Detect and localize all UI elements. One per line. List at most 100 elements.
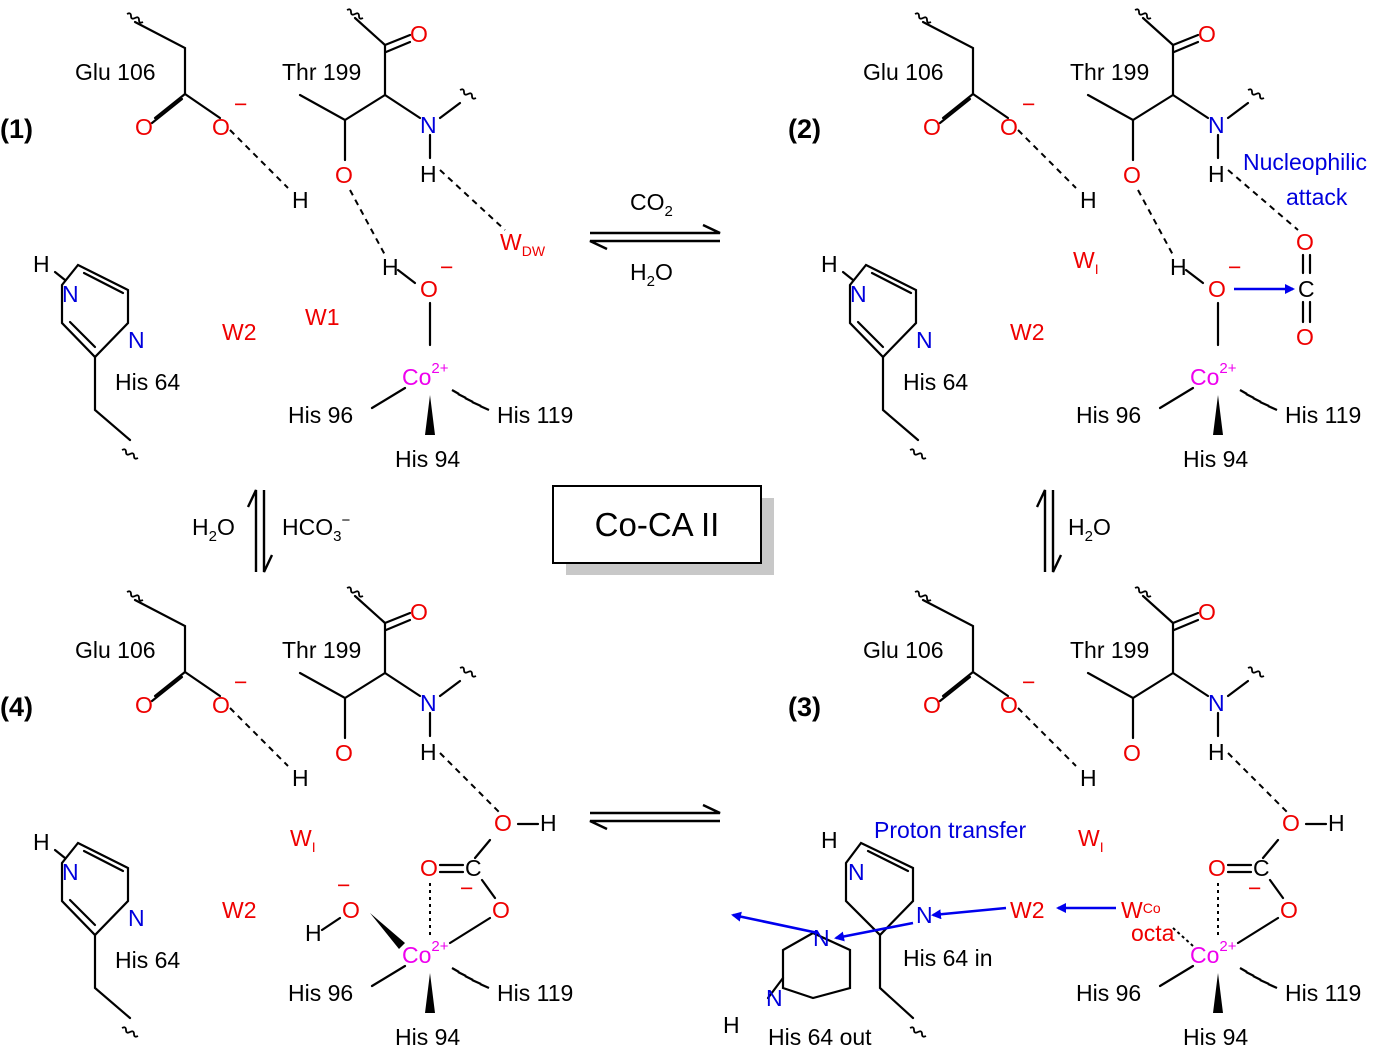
co2-oxygen: O: [1296, 324, 1314, 350]
bicarb-carbon: C: [465, 855, 482, 881]
carbonyl-oxygen: O: [410, 21, 428, 47]
water-w2: W2: [222, 897, 257, 923]
thr-oxygen: O: [335, 740, 353, 766]
minus: −: [234, 91, 247, 117]
bicarb-oxygen: O: [1282, 810, 1300, 836]
hydrogen: H: [33, 251, 50, 277]
thr-label: Thr 199: [282, 59, 361, 85]
his96-label: His 96: [1076, 980, 1141, 1006]
bicarb-oxygen: O: [420, 855, 438, 881]
cobalt: Co2+: [402, 360, 449, 390]
center-label-box: Co-CA II: [552, 485, 774, 575]
bicarb-carbon: C: [1253, 855, 1270, 881]
hydrogen: H: [723, 1012, 740, 1038]
hydrogen: H: [382, 254, 399, 280]
his64-label: His 64: [115, 369, 180, 395]
oxygen: O: [135, 692, 153, 718]
his119-label: His 119: [497, 980, 573, 1006]
hydrogen: H: [420, 739, 437, 765]
his96-label: His 96: [288, 980, 353, 1006]
equilibrium-arrow-2-3: H2O: [1035, 489, 1111, 573]
h2o-label: H2O: [630, 259, 673, 290]
hydrogen: H: [1080, 187, 1097, 213]
hydrogen: H: [292, 765, 309, 791]
glu-label: Glu 106: [863, 637, 944, 663]
his96-label: His 96: [1076, 402, 1141, 428]
his96-label: His 96: [288, 402, 353, 428]
co-ca-ii-label: Co-CA II: [595, 506, 720, 543]
minus: −: [1022, 669, 1035, 695]
hydrogen: H: [821, 251, 838, 277]
panel-2: Glu 106 Thr 199 O O − O N H O H Nucleoph…: [821, 9, 1367, 472]
nitrogen: N: [62, 281, 79, 307]
nitrogen: N: [850, 281, 867, 307]
attack-label: attack: [1286, 184, 1348, 210]
carbonyl-oxygen: O: [1198, 599, 1216, 625]
hydrogen: H: [821, 827, 838, 853]
nitrogen: N: [916, 902, 933, 928]
co2-oxygen: O: [1296, 229, 1314, 255]
hco3-label: HCO3−: [282, 512, 350, 545]
panel-1: (1) Glu 106 Thr 199 O O − O N H O H WDW …: [0, 9, 573, 472]
water-wi: WI: [1078, 825, 1104, 855]
bicarb-oxygen: O: [494, 810, 512, 836]
hydroxide-oxygen: O: [420, 276, 438, 302]
water-wi: WI: [1073, 247, 1099, 277]
his94-label: His 94: [1183, 1024, 1248, 1048]
water-w1: W1: [305, 304, 340, 330]
thr-oxygen: O: [1123, 162, 1141, 188]
panel-number: (2): [788, 114, 821, 144]
h2o-label: H2O: [192, 514, 235, 545]
water-dw: WDW: [500, 229, 546, 259]
his119-label: His 119: [1285, 980, 1361, 1006]
co2-label: CO2: [630, 189, 673, 220]
nitrogen: N: [62, 859, 79, 885]
panel-number: (3): [788, 692, 821, 722]
hydrogen: H: [540, 810, 557, 836]
his64-in-label: His 64 in: [903, 945, 992, 971]
oxygen-anion: O: [1000, 114, 1018, 140]
water-w2: W2: [1010, 897, 1045, 923]
oxygen-anion: O: [1000, 692, 1018, 718]
his64-label: His 64: [903, 369, 968, 395]
minus: −: [460, 875, 473, 901]
hydrogen: H: [1080, 765, 1097, 791]
minus: −: [1022, 91, 1035, 117]
thr-oxygen: O: [1123, 740, 1141, 766]
minus: −: [234, 669, 247, 695]
water-wco-octa-sub: octa: [1131, 920, 1175, 946]
thr-oxygen: O: [335, 162, 353, 188]
bicarb-oxygen: O: [1280, 897, 1298, 923]
water-w2: W2: [222, 319, 257, 345]
nucleophilic-label: Nucleophilic: [1243, 149, 1367, 175]
his64-out-label: His 64 out: [768, 1024, 872, 1048]
glu-label: Glu 106: [863, 59, 944, 85]
nitrogen: N: [128, 327, 145, 353]
minus: −: [1228, 254, 1241, 280]
oxygen-anion: O: [212, 114, 230, 140]
hydrogen: H: [1208, 161, 1225, 187]
panel-4: Glu 106 Thr 199 O O − O N H O H WI H N N…: [33, 587, 573, 1048]
hydroxide-oxygen: O: [342, 897, 360, 923]
nitrogen: N: [813, 925, 830, 951]
nitrogen: N: [420, 690, 437, 716]
nitrogen: N: [128, 905, 145, 931]
cobalt: Co2+: [1190, 360, 1237, 390]
oxygen: O: [923, 114, 941, 140]
equilibrium-arrow-3-4: [589, 803, 721, 831]
minus: −: [1248, 875, 1261, 901]
co2-carbon: C: [1298, 276, 1315, 302]
thr-label: Thr 199: [282, 637, 361, 663]
his94-label: His 94: [395, 1024, 460, 1048]
cobalt: Co2+: [1190, 938, 1237, 968]
proton-transfer-label: Proton transfer: [874, 817, 1026, 843]
equilibrium-arrow-1-2: CO2 H2O: [589, 189, 721, 290]
hydroxide-oxygen: O: [1208, 276, 1226, 302]
panel-number: (1): [0, 114, 33, 144]
equilibrium-arrow-1-4: H2O HCO3−: [192, 489, 350, 573]
his94-label: His 94: [1183, 446, 1248, 472]
glu-label: Glu 106: [75, 637, 156, 663]
carbonyl-oxygen: O: [410, 599, 428, 625]
cobalt: Co2+: [402, 938, 449, 968]
